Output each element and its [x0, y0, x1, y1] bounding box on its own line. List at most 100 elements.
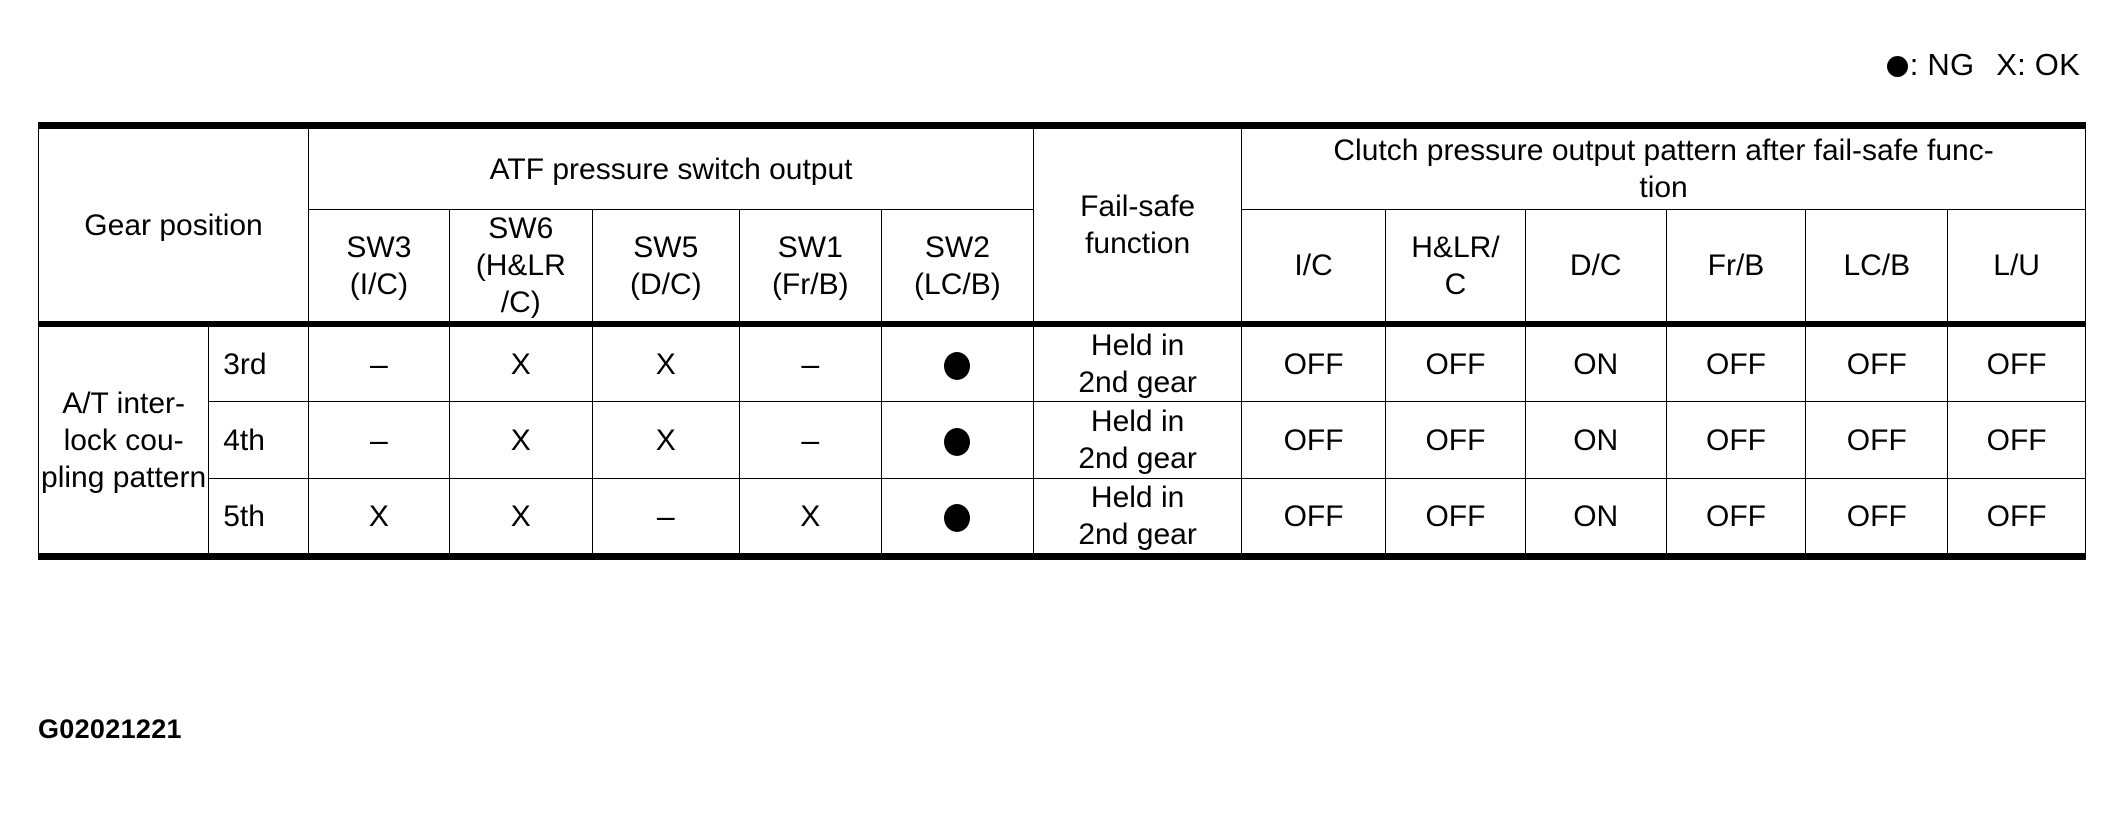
header-clutch-hlrc-name: H&LR/	[1411, 230, 1500, 264]
row-group-label-line3: pling pattern	[41, 460, 207, 494]
cell-failsafe-5th: Held in 2nd gear	[1033, 478, 1243, 557]
table-row: 5th X X – X Held in 2nd gear OFF OFF ON …	[39, 478, 2086, 557]
cell-sw2-5th	[880, 478, 1035, 557]
header-clutch-ic: I/C	[1241, 209, 1387, 325]
cell-ic-4th: OFF	[1241, 401, 1387, 479]
header-clutch-frb-name: Fr/B	[1707, 249, 1765, 282]
header-sw2: SW2 (LC/B)	[880, 209, 1035, 325]
cell-sw3-3rd: –	[308, 321, 450, 402]
cell-sw1-3rd: –	[738, 321, 882, 402]
header-sw1-detail: (Fr/B)	[771, 267, 849, 301]
cell-hlrc-3rd: OFF	[1385, 321, 1526, 402]
cell-failsafe-4th-line2: 2nd gear	[1078, 442, 1197, 475]
cell-failsafe-3rd-line2: 2nd gear	[1078, 366, 1197, 399]
header-clutch-ic-name: I/C	[1294, 249, 1333, 282]
header-failsafe-function: Fail-safe function	[1033, 125, 1243, 325]
figure-id: G02021221	[38, 714, 182, 744]
failsafe-table: Gear position ATF pressure switch output…	[37, 122, 2086, 560]
failsafe-table-wrapper: Gear position ATF pressure switch output…	[37, 122, 2086, 560]
header-sw1-name: SW1	[777, 230, 843, 264]
header-sw5-detail: (D/C)	[629, 267, 702, 301]
table-row: 4th – X X – Held in 2nd gear OFF OFF ON …	[39, 401, 2086, 479]
header-clutch-dc-name: D/C	[1569, 249, 1622, 282]
cell-ic-5th: OFF	[1241, 478, 1387, 557]
cell-failsafe-3rd-line1: Held in	[1090, 329, 1185, 362]
row-group-label: A/T inter- lock cou- pling pattern	[37, 321, 210, 557]
header-sw6-detail2: /C)	[500, 286, 541, 319]
header-sw3-name: SW3	[346, 230, 412, 264]
header-clutch-lu-name: L/U	[1993, 249, 2040, 282]
cell-failsafe-5th-line2: 2nd gear	[1078, 518, 1197, 551]
cell-dc-3rd: ON	[1524, 321, 1667, 402]
row-group-label-line2: lock cou-	[63, 423, 184, 457]
ng-dot-icon	[1886, 56, 1908, 77]
cell-failsafe-4th: Held in 2nd gear	[1033, 401, 1243, 479]
cell-lu-3rd: OFF	[1947, 321, 2086, 402]
cell-sw5-3rd: X	[591, 321, 740, 402]
cell-sw6-3rd: X	[448, 321, 593, 402]
cell-frb-4th: OFF	[1665, 401, 1807, 479]
cell-failsafe-4th-line1: Held in	[1090, 405, 1185, 438]
cell-frb-3rd: OFF	[1665, 321, 1807, 402]
header-gear-position: Gear position	[37, 125, 310, 325]
header-clutch-group: Clutch pressure output pattern after fai…	[1241, 125, 2086, 210]
header-sw1: SW1 (Fr/B)	[738, 209, 882, 325]
cell-gear-5th: 5th	[208, 478, 310, 557]
cell-hlrc-5th: OFF	[1385, 478, 1526, 557]
legend-ng-text: : NG	[1909, 47, 1975, 82]
legend-ok-text: X: OK	[1996, 47, 2080, 82]
header-failsafe-function-line2: function	[1085, 227, 1191, 260]
header-clutch-dc: D/C	[1524, 209, 1667, 325]
header-sw3-detail: (I/C)	[349, 267, 409, 301]
header-sw5-name: SW5	[633, 230, 699, 264]
legend: : NG X: OK	[1886, 46, 2080, 84]
cell-lu-4th: OFF	[1947, 401, 2086, 479]
cell-lcb-4th: OFF	[1805, 401, 1949, 479]
header-clutch-frb: Fr/B	[1665, 209, 1807, 325]
cell-lcb-5th: OFF	[1805, 478, 1949, 557]
header-clutch-lcb: LC/B	[1805, 209, 1949, 325]
cell-lcb-3rd: OFF	[1805, 321, 1949, 402]
header-sw2-detail: (LC/B)	[914, 267, 1001, 301]
cell-failsafe-3rd: Held in 2nd gear	[1033, 321, 1243, 402]
table-header-sub-row: SW3 (I/C) SW6 (H&LR /C) SW5 (D/C) SW1 (F…	[39, 209, 2086, 325]
table-row: A/T inter- lock cou- pling pattern 3rd –…	[37, 321, 2086, 557]
header-failsafe-function-line1: Fail-safe	[1080, 190, 1196, 223]
cell-gear-4th: 4th	[208, 401, 310, 479]
header-clutch-hlrc: H&LR/ C	[1385, 209, 1526, 325]
cell-sw6-5th: X	[448, 478, 593, 557]
header-sw6: SW6 (H&LR /C)	[448, 209, 593, 325]
row-group-label-line1: A/T inter-	[62, 386, 186, 420]
cell-sw2-3rd	[880, 321, 1035, 402]
cell-lu-5th: OFF	[1947, 478, 2086, 557]
header-sw6-name: SW6	[488, 212, 554, 245]
header-sw6-detail: (H&LR	[475, 249, 566, 282]
cell-sw3-5th: X	[308, 478, 450, 557]
cell-sw1-5th: X	[738, 478, 882, 557]
ng-dot-icon	[944, 427, 971, 456]
header-sw3: SW3 (I/C)	[308, 209, 450, 325]
cell-failsafe-5th-line1: Held in	[1090, 481, 1185, 514]
header-atf-group: ATF pressure switch output	[308, 125, 1035, 210]
header-clutch-hlrc-line2: C	[1444, 267, 1467, 301]
ng-dot-icon	[944, 503, 971, 532]
cell-sw3-4th: –	[308, 401, 450, 479]
cell-dc-4th: ON	[1524, 401, 1667, 479]
header-clutch-group-line2: tion	[1639, 171, 1688, 204]
cell-ic-3rd: OFF	[1241, 321, 1387, 402]
header-sw5: SW5 (D/C)	[591, 209, 740, 325]
cell-sw5-5th: –	[591, 478, 740, 557]
table-header-group-row: Gear position ATF pressure switch output…	[37, 125, 2086, 325]
cell-sw5-4th: X	[591, 401, 740, 479]
cell-frb-5th: OFF	[1665, 478, 1807, 557]
header-sw2-name: SW2	[924, 230, 990, 264]
cell-sw6-4th: X	[448, 401, 593, 479]
cell-sw2-4th	[880, 401, 1035, 479]
cell-hlrc-4th: OFF	[1385, 401, 1526, 479]
header-clutch-lcb-name: LC/B	[1843, 249, 1911, 282]
header-clutch-group-line1: Clutch pressure output pattern after fai…	[1333, 134, 1994, 167]
cell-dc-5th: ON	[1524, 478, 1667, 557]
cell-sw1-4th: –	[738, 401, 882, 479]
header-clutch-lu: L/U	[1947, 209, 2086, 325]
